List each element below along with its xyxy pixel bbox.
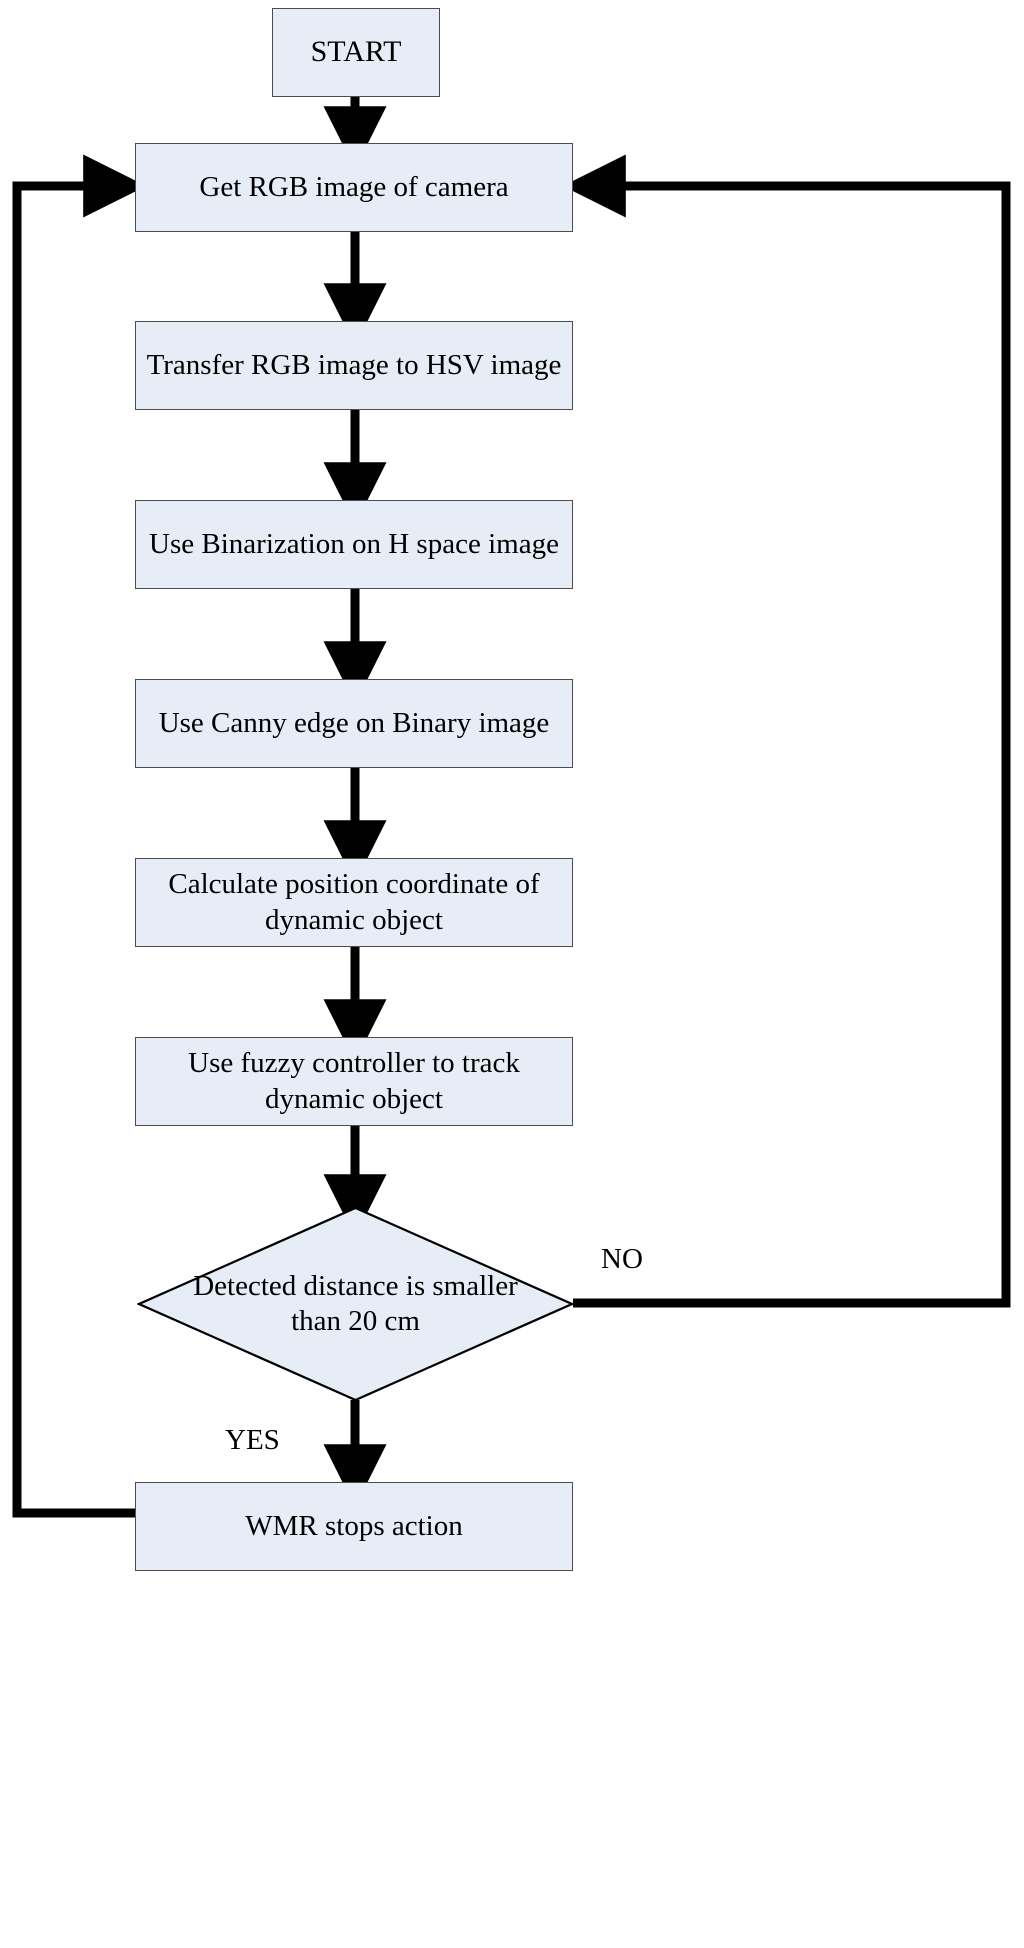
edge-label-no: NO — [601, 1243, 643, 1275]
edge-wmr-stop-to-get-rgb — [12, 154, 147, 1518]
edge-label-yes: YES — [225, 1424, 280, 1456]
node-use-fuzzy-controller[interactable]: Use fuzzy controller to track dynamic ob… — [135, 1037, 573, 1126]
node-transfer-rgb-to-hsv[interactable]: Transfer RGB image to HSV image — [135, 321, 573, 410]
node-use-binarization[interactable]: Use Binarization on H space image — [135, 500, 573, 589]
node-decision-distance[interactable]: Detected distance is smaller than 20 cm — [137, 1206, 574, 1402]
node-start[interactable]: START — [272, 8, 440, 97]
node-get-rgb-image[interactable]: Get RGB image of camera — [135, 143, 573, 232]
node-use-canny-edge[interactable]: Use Canny edge on Binary image — [135, 679, 573, 768]
node-wmr-stops-action[interactable]: WMR stops action — [135, 1482, 573, 1571]
decision-label: Detected distance is smaller than 20 cm — [193, 1269, 518, 1337]
diamond-shape — [137, 1206, 574, 1402]
node-calculate-position[interactable]: Calculate position coordinate of dynamic… — [135, 858, 573, 947]
edge-decision-no-to-get-rgb — [562, 154, 1011, 1308]
